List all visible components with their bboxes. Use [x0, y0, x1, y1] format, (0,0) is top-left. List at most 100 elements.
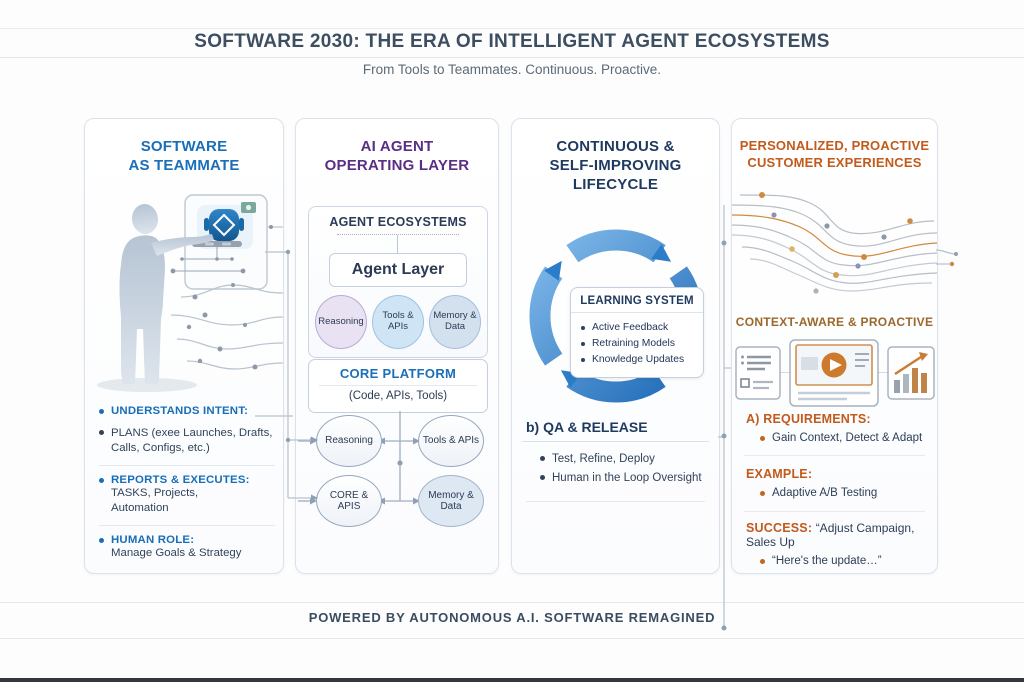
card-software-as-teammate: SOFTWARE AS TEAMMATE	[84, 118, 284, 574]
list-item: PLANS (exee Launches, Drafts, Calls, Con…	[99, 426, 275, 457]
item-body: PLANS (exee Launches, Drafts, Calls, Con…	[111, 427, 273, 455]
list-item: HUMAN ROLE: Manage Goals & Strategy	[99, 534, 275, 561]
item-body: Adaptive A/B Testing	[772, 487, 878, 499]
list-item: Human in the Loop Oversight	[540, 471, 702, 487]
col4-title-line1: PERSONALIZED, PROACTIVE	[739, 138, 930, 153]
bullet-dot	[99, 477, 104, 483]
top-rule	[0, 28, 1024, 29]
experience-icons-row	[732, 335, 937, 411]
agent-layer-box: Agent Layer	[329, 253, 467, 287]
footer-text: POWERED BY AUTONOMOUS A.I. SOFTWARE REMA…	[308, 610, 716, 625]
col4-title: PERSONALIZED, PROACTIVE CUSTOMER EXPERIE…	[736, 137, 933, 171]
requirements-heading: A) REQUIREMENTS:	[746, 412, 871, 426]
divider	[744, 455, 925, 456]
col3-title-line1: CONTINUOUS &	[556, 138, 675, 155]
core-platform-subtitle: (Code, APIs, Tools)	[348, 390, 448, 402]
list-item: “Here's the update…”	[746, 555, 929, 567]
col2-title-line1: AI AGENT	[360, 138, 434, 155]
item-heading: REPORTS & EXECUTES:	[111, 473, 250, 486]
item-body: Retraining Models	[592, 337, 675, 349]
col3-title-line3: LIFECYCLE	[572, 176, 659, 193]
agent-ecosystems-title: AGENT ECOSYSTEMS	[329, 215, 467, 229]
bullet-dot	[581, 326, 585, 330]
tools-apis-circle: Tools & APIs	[372, 295, 424, 349]
divider	[744, 511, 925, 512]
bullet-dot	[760, 436, 765, 441]
divider	[526, 501, 705, 502]
bullet-dot	[581, 341, 585, 346]
qa-release-list: Test, Refine, Deploy Human in the Loop O…	[540, 449, 702, 489]
item-body: Gain Context, Detect & Adapt	[772, 432, 923, 444]
item-body: Knowledge Updates	[592, 353, 685, 365]
item-heading: UNDERSTANDS INTENT:	[111, 405, 249, 417]
learning-system-title: LEARNING SYSTEM	[571, 288, 703, 313]
bullet-dot	[540, 474, 545, 480]
bullet-dot	[99, 409, 104, 414]
media-player-icon	[788, 339, 879, 407]
item-body: Test, Refine, Deploy	[552, 453, 655, 465]
robot-icon	[204, 209, 244, 241]
reasoning-node: Reasoning	[316, 415, 382, 467]
col1-title: SOFTWARE AS TEAMMATE	[89, 137, 279, 175]
col4-title-line2: CUSTOMER EXPERIENCES	[747, 155, 922, 170]
person-silhouette	[119, 204, 214, 384]
item-body: Manage Goals & Strategy	[111, 546, 242, 559]
title-rule	[0, 57, 1024, 58]
connector-line	[397, 235, 398, 253]
example-section: EXAMPLE: Adaptive A/B Testing	[746, 467, 929, 499]
bullet-dot	[760, 559, 765, 564]
learning-system-list: Active Feedback Retraining Models Knowle…	[571, 313, 703, 377]
footer-top-rule	[0, 602, 1024, 603]
core-apis-node: CORE & APIS	[316, 475, 382, 527]
screen-illustration	[170, 194, 268, 290]
memory-data-node: Memory & Data	[418, 475, 484, 527]
col1-title-line2: AS TEAMMATE	[128, 157, 240, 174]
col3-title: CONTINUOUS & SELF-IMPROVING LIFECYCLE	[516, 137, 715, 194]
reasoning-circle: Reasoning	[315, 295, 367, 349]
memory-data-circle: Memory & Data	[429, 295, 481, 349]
item-body: Human in the Loop Oversight	[552, 471, 702, 484]
agent-capability-circles: Reasoning Tools & APIs Memory & Data	[315, 295, 481, 349]
item-body: “Here's the update…”	[772, 555, 882, 567]
list-item: Adaptive A/B Testing	[746, 487, 929, 499]
divider	[99, 464, 275, 466]
item-body: TASKS, Projects, Automation	[111, 486, 199, 515]
list-item: Active Feedback	[581, 321, 697, 335]
ground-shadow	[97, 378, 197, 392]
tools-apis-node: Tools & APIs	[418, 415, 484, 467]
col2-title: AI AGENT OPERATING LAYER	[300, 137, 494, 175]
success-heading: SUCCESS:	[746, 521, 813, 535]
page-subtitle: From Tools to Teammates. Continuous. Pro…	[362, 62, 662, 77]
col1-title-line1: SOFTWARE	[140, 138, 228, 155]
page-title: SOFTWARE 2030: THE ERA OF INTELLIGENT AG…	[194, 31, 830, 52]
item-heading: HUMAN ROLE:	[111, 533, 195, 546]
example-heading: EXAMPLE:	[746, 467, 813, 481]
list-item: UNDERSTANDS INTENT:	[99, 405, 275, 417]
bullet-dot	[760, 491, 765, 496]
divider	[522, 441, 709, 442]
qa-release-heading: b) QA & RELEASE	[526, 419, 648, 435]
list-item: REPORTS & EXECUTES: TASKS, Projects, Aut…	[99, 474, 275, 517]
core-platform-title: CORE PLATFORM	[339, 366, 457, 381]
context-aware-heading: CONTEXT-AWARE & PROACTIVE	[735, 315, 934, 329]
learning-system-box: LEARNING SYSTEM Active Feedback Retraini…	[570, 287, 704, 378]
card-ai-agent-operating-layer: AI AGENT OPERATING LAYER AGENT ECOSYSTEM…	[295, 118, 499, 574]
bullet-dot	[99, 430, 104, 435]
person-and-screen-illustration	[97, 194, 283, 392]
success-text: “Adjust Campaign, Sales Up	[746, 521, 915, 549]
document-icon	[734, 346, 781, 400]
list-item: Gain Context, Detect & Adapt	[746, 432, 929, 444]
col3-title-line2: SELF-IMPROVING	[549, 157, 682, 174]
bar-chart-icon	[886, 346, 935, 400]
flow-lines-illustration	[732, 192, 937, 294]
core-platform-box: CORE PLATFORM (Code, APIs, Tools)	[308, 359, 488, 413]
bullet-dot	[99, 537, 104, 543]
col2-title-line2: OPERATING LAYER	[324, 157, 470, 174]
dotted-rule	[337, 234, 459, 235]
col1-bullet-list: UNDERSTANDS INTENT: PLANS (exee Launches…	[99, 405, 275, 561]
card-continuous-lifecycle: CONTINUOUS & SELF-IMPROVING LIFECYCLE LE	[511, 118, 720, 574]
requirements-section: A) REQUIREMENTS: Gain Context, Detect & …	[746, 412, 929, 444]
divider	[319, 385, 477, 386]
card-customer-experiences: PERSONALIZED, PROACTIVE CUSTOMER EXPERIE…	[731, 118, 938, 574]
